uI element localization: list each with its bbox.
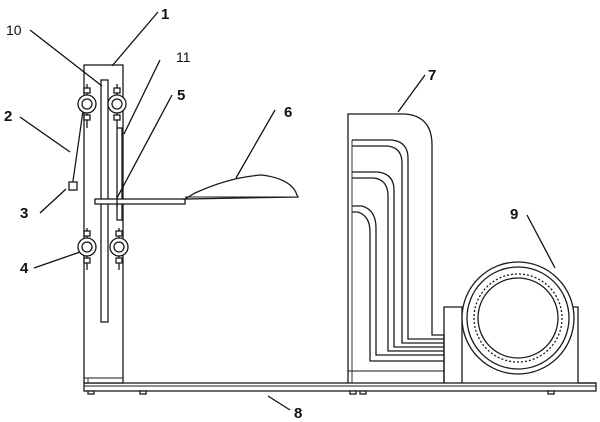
label-4: 4 — [20, 260, 29, 277]
label-11: 11 — [176, 49, 191, 65]
label-9: 9 — [510, 206, 518, 223]
fan-wheel — [461, 261, 575, 375]
label-5: 5 — [177, 87, 185, 104]
hanging-wire — [72, 103, 85, 184]
pulley-top-left — [77, 84, 97, 128]
label-7: 7 — [428, 67, 436, 84]
label-2: 2 — [4, 108, 12, 125]
weight-block — [68, 181, 78, 191]
pulley-bottom-left — [77, 228, 97, 270]
label-6: 6 — [284, 104, 292, 121]
base-plate — [83, 382, 597, 395]
pulley-top-right — [107, 84, 127, 128]
label-10: 10 — [6, 22, 22, 38]
part-labels: 1 2 3 4 5 6 7 8 9 10 11 — [4, 6, 518, 422]
label-3: 3 — [20, 205, 28, 222]
specimen-blade — [182, 174, 300, 200]
label-1: 1 — [161, 6, 169, 23]
slide-rail — [116, 127, 123, 221]
label-8: 8 — [294, 405, 302, 422]
wind-duct — [347, 113, 445, 383]
leader-lines — [19, 11, 556, 411]
fan-housing — [443, 306, 596, 384]
pulley-bottom-right — [109, 228, 129, 270]
